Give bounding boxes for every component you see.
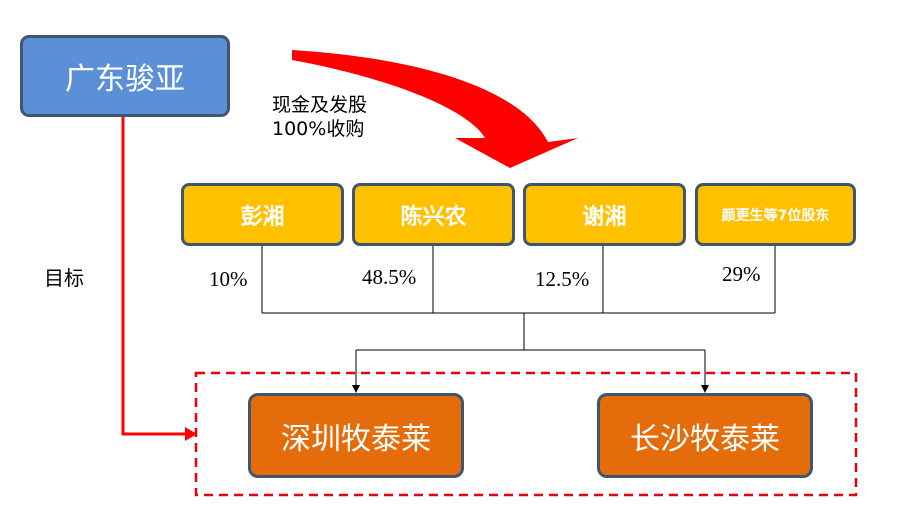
shareholder-name: 陈兴农 [400, 204, 467, 230]
pct-chen: 48.5% [362, 265, 417, 289]
deal-note: 现金及发股 100%收购 [272, 93, 367, 141]
target-name: 深圳牧泰莱 [281, 421, 431, 457]
shareholder-box-yan: 颜更生等7位股东 [695, 183, 856, 246]
shareholder-box-peng: 彭湘 [181, 183, 344, 246]
shareholder-name: 颜更生等7位股东 [721, 207, 830, 224]
target-line [121, 117, 192, 436]
ownership-lines [261, 246, 776, 388]
acquirer-box: 广东骏亚 [20, 35, 230, 117]
acquisition-arrow [292, 50, 578, 168]
shareholder-name: 谢湘 [582, 204, 627, 230]
target-box-shenzhen: 深圳牧泰莱 [248, 393, 464, 478]
target-name: 长沙牧泰莱 [630, 421, 780, 457]
pct-yan: 29% [722, 262, 761, 286]
pct-peng: 10% [209, 267, 248, 291]
arrowhead-shenzhen [352, 385, 360, 393]
target-box-changsha: 长沙牧泰莱 [597, 393, 813, 478]
shareholder-box-xie: 谢湘 [523, 183, 686, 246]
shareholder-name: 彭湘 [240, 204, 285, 230]
deal-note-line1: 现金及发股 [272, 94, 368, 116]
deal-note-line2: 100%收购 [272, 118, 365, 140]
shareholder-box-chen: 陈兴农 [352, 183, 515, 246]
acquirer-label: 广东骏亚 [65, 62, 185, 97]
target-arrowhead [185, 427, 197, 441]
target-frame [194, 371, 858, 497]
target-label: 目标 [44, 266, 84, 290]
pct-xie: 12.5% [535, 267, 590, 291]
arrowhead-changsha [701, 385, 709, 393]
